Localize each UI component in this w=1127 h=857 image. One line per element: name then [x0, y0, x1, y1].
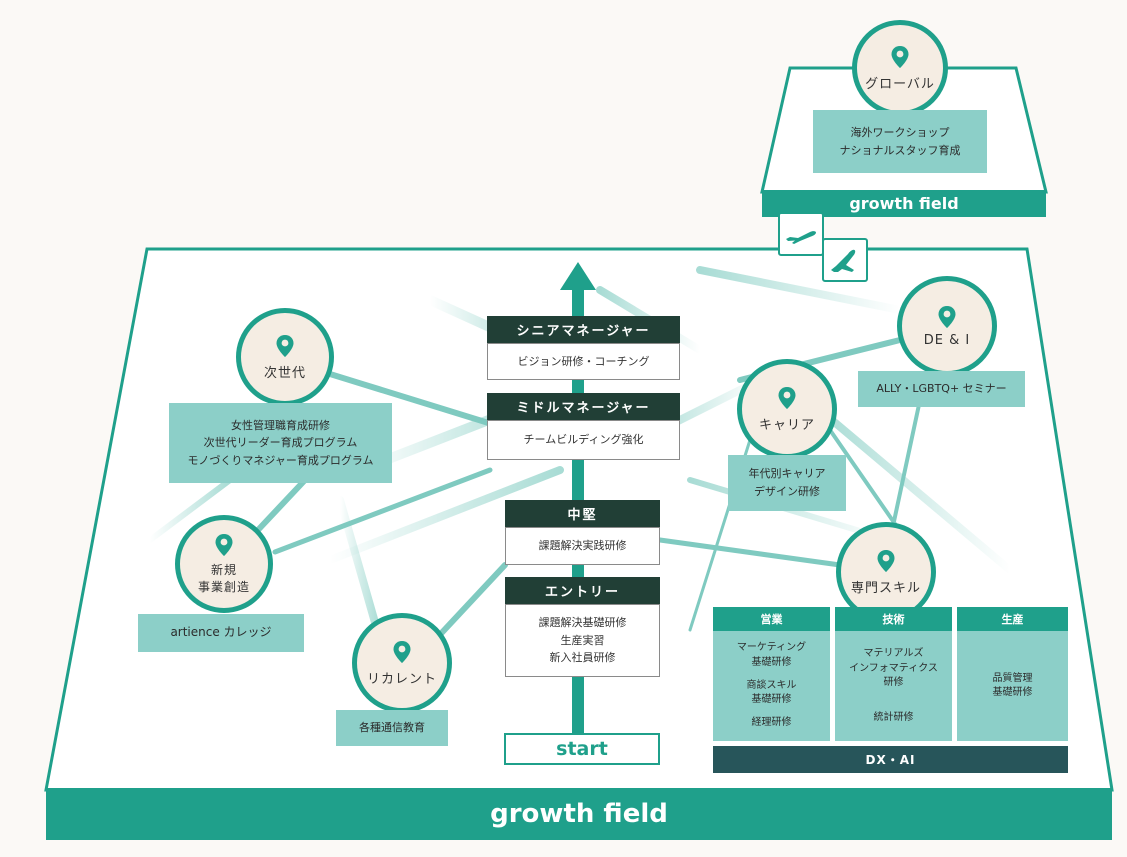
main-growth-field-label: growth field [490, 799, 668, 829]
mid-career-programs: 課題解決実践研修 [505, 527, 660, 565]
skill-column-head-technology: 技術 [835, 607, 952, 631]
skill-column-head-sales: 営業 [713, 607, 830, 631]
airplane-takeoff-icon [786, 231, 816, 244]
ladder-program: ビジョン研修・コーチング [517, 354, 650, 368]
level-senior-manager: シニアマネージャー [487, 316, 680, 343]
middle-manager-programs: チームビルディング強化 [487, 420, 680, 460]
entry-programs: 課題解決基礎研修 生産実習 新入社員研修 [505, 604, 660, 677]
global-growth-field-bar: growth field [762, 190, 1046, 217]
start-label: start [556, 737, 608, 760]
skill-column-sales: マーケティング基礎研修 商談スキル基礎研修 経理研修 [713, 631, 830, 741]
ladder-program: 課題解決基礎研修 [538, 616, 627, 630]
location-pin-icon [276, 334, 294, 357]
location-pin-icon [778, 386, 796, 409]
global-node: グローバル [852, 20, 948, 116]
level-mid-career: 中堅 [505, 500, 660, 527]
airplane-landing-box [822, 238, 868, 282]
new-business-programs: artience カレッジ [138, 614, 304, 652]
skill-column-head-production: 生産 [957, 607, 1068, 631]
next-gen-programs: 女性管理職育成研修 次世代リーダー育成プログラム モノづくりマネジャー育成プログ… [169, 403, 392, 483]
career-title: キャリア [758, 417, 815, 433]
dei-node: DE & I [897, 276, 997, 376]
location-pin-icon [891, 45, 909, 68]
new-business-title-line: 事業創造 [197, 580, 250, 594]
ladder-program: 生産実習 [560, 633, 605, 647]
level-middle-manager: ミドルマネージャー [487, 393, 680, 420]
dei-title: DE & I [923, 332, 971, 348]
program-item: 次世代リーダー育成プログラム [203, 436, 358, 450]
global-programs-box: 海外ワークショップ ナショナルスタッフ育成 [813, 110, 987, 173]
recurrent-programs: 各種通信教育 [336, 710, 448, 746]
program-item: 各種通信教育 [359, 721, 425, 735]
location-pin-icon [215, 534, 233, 556]
skill-column-production: 品質管理基礎研修 [957, 631, 1068, 741]
new-business-title-line: 新規 [210, 563, 237, 577]
global-program: ナショナルスタッフ育成 [839, 143, 961, 157]
location-pin-icon [877, 549, 895, 572]
program-item: 年代別キャリア [748, 467, 826, 481]
skill-item: 商談スキル基礎研修 [746, 679, 797, 706]
dei-programs: ALLY・LGBTQ+ セミナー [858, 371, 1025, 407]
ladder-program: チームビルディング強化 [523, 433, 644, 447]
recurrent-node: リカレント [352, 613, 452, 713]
airplane-landing-icon [831, 249, 856, 272]
program-item: 女性管理職育成研修 [231, 418, 330, 432]
main-growth-field-bar: growth field [46, 788, 1112, 840]
program-item: artience カレッジ [170, 625, 272, 640]
skill-item: 統計研修 [873, 711, 914, 723]
program-item: モノづくりマネジャー育成プログラム [187, 453, 374, 467]
recurrent-title: リカレント [366, 671, 437, 687]
skill-item: マテリアルズインフォマティクス研修 [849, 648, 938, 688]
program-item: ALLY・LGBTQ+ セミナー [876, 382, 1007, 396]
airplane-takeoff-box [778, 212, 824, 256]
specialty-title: 専門スキル [850, 580, 921, 596]
next-gen-title: 次世代 [263, 365, 306, 381]
skill-column-technology: マテリアルズインフォマティクス研修 統計研修 [835, 631, 952, 741]
new-business-node: 新規 事業創造 [175, 515, 273, 613]
location-pin-icon [938, 305, 956, 328]
next-gen-node: 次世代 [236, 308, 334, 406]
ladder-program: 課題解決実践研修 [538, 539, 627, 553]
program-item: デザイン研修 [754, 485, 820, 498]
senior-manager-programs: ビジョン研修・コーチング [487, 343, 680, 380]
global-title: グローバル [865, 76, 935, 92]
skill-item: マーケティング基礎研修 [736, 642, 807, 668]
skill-item: 品質管理基礎研修 [992, 672, 1033, 699]
specialty-node: 専門スキル [836, 522, 936, 622]
skill-item: 経理研修 [751, 717, 792, 729]
global-program: 海外ワークショップ [850, 125, 950, 139]
start-box: start [504, 733, 660, 765]
ladder-program: 新入社員研修 [549, 651, 616, 665]
level-entry: エントリー [505, 577, 660, 604]
career-programs: 年代別キャリア デザイン研修 [728, 455, 846, 511]
location-pin-icon [393, 640, 411, 663]
global-growth-field-label: growth field [849, 194, 959, 213]
dx-ai-bar: DX・AI [713, 746, 1068, 773]
career-node: キャリア [737, 359, 837, 459]
